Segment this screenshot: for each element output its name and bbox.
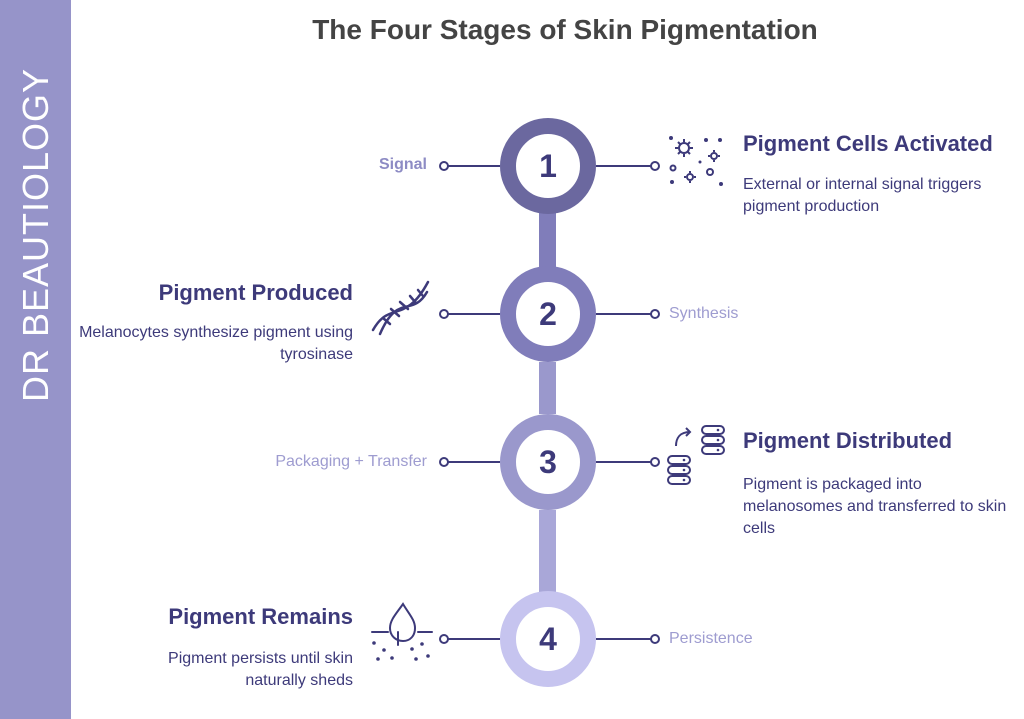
skin-drop-icon	[371, 602, 433, 646]
dot-2-right	[650, 309, 660, 319]
stage-1-side-label: Signal	[378, 156, 427, 173]
connector-3-4	[539, 510, 556, 592]
stage-3-circle	[500, 414, 596, 510]
stage-1-circle	[500, 118, 596, 214]
stage-2-number: 2	[539, 296, 557, 332]
stage-2-description: Melanocytes synthesize pigment using tyr…	[79, 324, 353, 363]
dot-1-right	[650, 161, 660, 171]
stage-2-circle	[500, 266, 596, 362]
connector-2-3	[539, 362, 556, 414]
stage-1-heading: Pigment Cells Activated	[743, 131, 993, 156]
dot-3-left	[439, 457, 449, 467]
stage-1-description: External or internal signal triggers pig…	[743, 176, 982, 215]
stage-3-side-label: Packaging + Transfer	[275, 453, 427, 470]
dna-icon	[371, 280, 430, 336]
page-title: The Four Stages of Skin Pigmentation	[312, 14, 818, 45]
data-transfer-icon	[667, 425, 725, 485]
dot-3-right	[650, 457, 660, 467]
dot-1-left	[439, 161, 449, 171]
sidebar-brand-panel: DR BEAUTIOLOGY	[0, 0, 71, 719]
dot-4-left	[439, 634, 449, 644]
stage-1-number: 1	[539, 148, 557, 184]
stage-4-number: 4	[539, 621, 557, 657]
stage-3-number: 3	[539, 444, 557, 480]
stage-2-side-label: Synthesis	[669, 305, 739, 322]
stage-4-description: Pigment persists until skin naturally sh…	[168, 650, 353, 689]
dot-4-right	[650, 634, 660, 644]
stage-3-description: Pigment is packaged into melanosomes and…	[743, 476, 1007, 537]
stage-3-heading: Pigment Distributed	[743, 428, 953, 453]
stage-4-circle	[500, 591, 596, 687]
stage-4-side-label: Persistence	[669, 630, 753, 647]
dot-2-left	[439, 309, 449, 319]
stage-4-heading: Pigment Remains	[168, 604, 353, 629]
stage-2-heading: Pigment Produced	[158, 280, 353, 305]
virus-particles-icon	[669, 139, 720, 183]
connector-1-2	[539, 212, 556, 268]
